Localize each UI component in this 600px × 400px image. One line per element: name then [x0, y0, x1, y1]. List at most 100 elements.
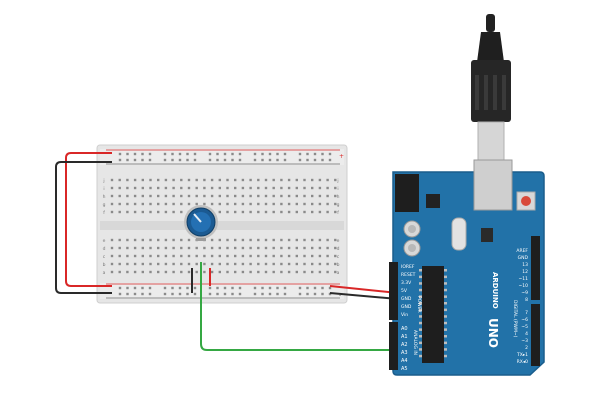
breadboard-hole[interactable] — [253, 152, 257, 156]
breadboard-hole[interactable] — [110, 254, 114, 258]
breadboard-hole[interactable] — [280, 238, 283, 242]
breadboard-hole[interactable] — [180, 270, 183, 274]
breadboard-hole[interactable] — [210, 246, 214, 250]
breadboard-hole[interactable] — [148, 158, 152, 162]
breadboard-hole[interactable] — [303, 262, 306, 266]
breadboard-hole[interactable] — [110, 178, 114, 182]
breadboard-hole[interactable] — [133, 262, 137, 266]
breadboard-hole[interactable] — [280, 186, 283, 190]
breadboard-hole[interactable] — [253, 158, 257, 162]
breadboard-hole[interactable] — [110, 194, 114, 198]
breadboard-hole[interactable] — [287, 246, 291, 250]
breadboard-hole[interactable] — [306, 152, 309, 156]
breadboard-hole[interactable] — [311, 178, 314, 182]
breadboard-hole[interactable] — [283, 292, 287, 296]
breadboard-hole[interactable] — [126, 286, 129, 290]
breadboard-hole[interactable] — [272, 178, 275, 182]
breadboard-hole[interactable] — [241, 270, 245, 274]
breadboard-hole[interactable] — [241, 194, 245, 198]
breadboard-hole[interactable] — [303, 210, 306, 214]
breadboard-hole[interactable] — [311, 270, 314, 274]
breadboard-hole[interactable] — [118, 254, 121, 258]
breadboard-hole[interactable] — [318, 194, 322, 198]
breadboard-hole[interactable] — [126, 194, 129, 198]
breadboard-hole[interactable] — [210, 262, 214, 266]
breadboard-hole[interactable] — [261, 286, 264, 290]
breadboard-hole[interactable] — [141, 194, 144, 198]
breadboard-hole[interactable] — [261, 158, 264, 162]
breadboard-hole[interactable] — [157, 238, 160, 242]
breadboard-hole[interactable] — [203, 254, 206, 258]
breadboard-hole[interactable] — [180, 194, 183, 198]
breadboard-hole[interactable] — [187, 178, 191, 182]
breadboard-hole[interactable] — [149, 202, 152, 206]
breadboard-hole[interactable] — [257, 210, 260, 214]
breadboard-hole[interactable] — [126, 292, 129, 296]
breadboard-hole[interactable] — [172, 270, 175, 274]
breadboard-hole[interactable] — [295, 246, 298, 250]
breadboard-hole[interactable] — [295, 210, 298, 214]
breadboard-hole[interactable] — [268, 292, 272, 296]
breadboard-hole[interactable] — [303, 194, 306, 198]
breadboard-hole[interactable] — [210, 178, 214, 182]
breadboard-hole[interactable] — [180, 246, 183, 250]
breadboard-hole[interactable] — [149, 210, 152, 214]
breadboard-hole[interactable] — [118, 262, 121, 266]
breadboard-hole[interactable] — [264, 202, 268, 206]
breadboard-hole[interactable] — [110, 186, 114, 190]
breadboard-hole[interactable] — [118, 186, 121, 190]
breadboard-hole[interactable] — [303, 238, 306, 242]
breadboard-hole[interactable] — [216, 152, 219, 156]
breadboard-hole[interactable] — [326, 194, 329, 198]
breadboard-hole[interactable] — [326, 270, 329, 274]
breadboard-hole[interactable] — [164, 254, 168, 258]
breadboard-hole[interactable] — [249, 254, 252, 258]
breadboard-hole[interactable] — [171, 158, 174, 162]
breadboard-hole[interactable] — [118, 238, 121, 242]
breadboard-hole[interactable] — [208, 292, 212, 296]
breadboard-hole[interactable] — [257, 270, 260, 274]
breadboard-hole[interactable] — [163, 158, 167, 162]
breadboard-hole[interactable] — [241, 262, 245, 266]
breadboard-hole[interactable] — [157, 194, 160, 198]
breadboard-hole[interactable] — [280, 270, 283, 274]
breadboard-hole[interactable] — [157, 178, 160, 182]
breadboard-hole[interactable] — [226, 254, 229, 258]
breadboard-hole[interactable] — [313, 292, 317, 296]
breadboard-hole[interactable] — [326, 262, 329, 266]
breadboard-hole[interactable] — [218, 186, 221, 190]
breadboard-hole[interactable] — [141, 158, 144, 162]
breadboard-hole[interactable] — [318, 210, 322, 214]
breadboard-hole[interactable] — [118, 194, 121, 198]
breadboard-hole[interactable] — [172, 186, 175, 190]
breadboard-hole[interactable] — [180, 254, 183, 258]
breadboard-hole[interactable] — [223, 158, 227, 162]
breadboard-hole[interactable] — [218, 194, 221, 198]
breadboard-hole[interactable] — [298, 286, 302, 290]
breadboard-hole[interactable] — [287, 194, 291, 198]
breadboard-hole[interactable] — [178, 292, 182, 296]
breadboard-hole[interactable] — [321, 152, 324, 156]
breadboard-hole[interactable] — [187, 262, 191, 266]
breadboard-hole[interactable] — [172, 262, 175, 266]
breadboard-hole[interactable] — [157, 186, 160, 190]
breadboard-hole[interactable] — [287, 178, 291, 182]
breadboard-hole[interactable] — [195, 178, 198, 182]
breadboard-hole[interactable] — [287, 254, 291, 258]
breadboard-hole[interactable] — [149, 186, 152, 190]
breadboard-hole[interactable] — [157, 270, 160, 274]
breadboard-hole[interactable] — [328, 286, 332, 290]
breadboard-hole[interactable] — [295, 238, 298, 242]
breadboard-hole[interactable] — [234, 178, 237, 182]
breadboard-hole[interactable] — [234, 254, 237, 258]
breadboard-hole[interactable] — [163, 286, 167, 290]
breadboard-hole[interactable] — [334, 194, 337, 198]
breadboard-hole[interactable] — [195, 270, 198, 274]
breadboard-hole[interactable] — [133, 238, 137, 242]
breadboard-hole[interactable] — [218, 254, 221, 258]
breadboard-hole[interactable] — [186, 292, 189, 296]
breadboard-hole[interactable] — [141, 254, 144, 258]
breadboard-hole[interactable] — [295, 270, 298, 274]
breadboard-hole[interactable] — [241, 254, 245, 258]
